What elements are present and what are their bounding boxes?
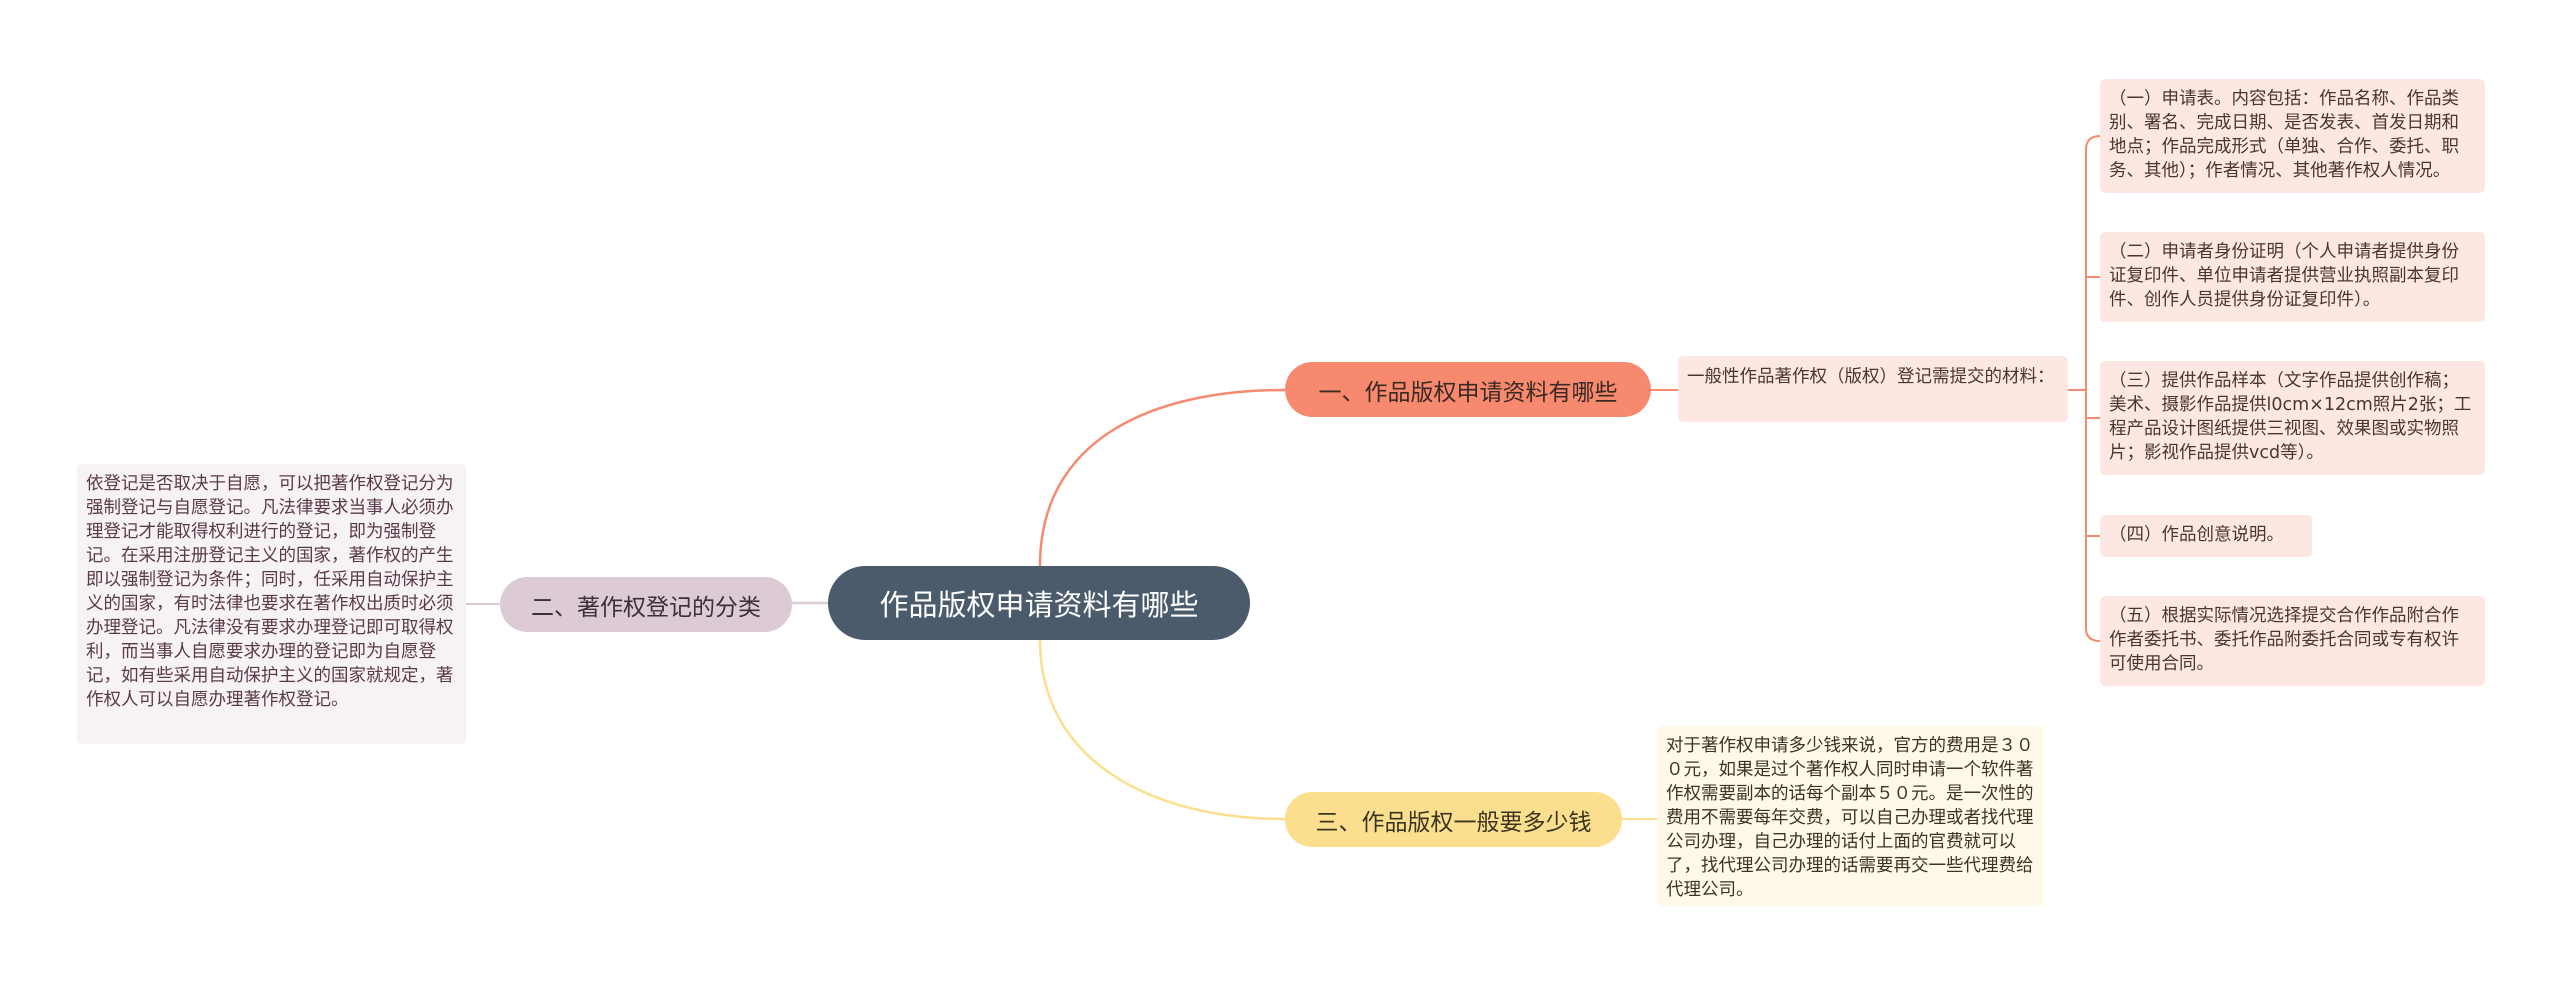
- leaf-application-form[interactable]: （一）申请表。内容包括：作品名称、作品类别、署名、完成日期、是否发表、首发日期和…: [2100, 79, 2485, 193]
- leaf-identity-proof[interactable]: （二）申请者身份证明（个人申请者提供身份证复印件、单位申请者提供营业执照副本复印…: [2100, 232, 2485, 322]
- link-root-b1: [1038, 388, 1286, 567]
- link-root-b3: [1038, 639, 1286, 821]
- leaf-creative-statement[interactable]: （四）作品创意说明。: [2100, 515, 2312, 557]
- cost-text[interactable]: 对于著作权申请多少钱来说，官方的费用是３００元，如果是过个著作权人同时申请一个软…: [1657, 726, 2043, 906]
- leaf-work-sample[interactable]: （三）提供作品样本（文字作品提供创作稿；美术、摄影作品提供l0cm×12cm照片…: [2100, 361, 2485, 475]
- branch-materials[interactable]: 一、作品版权申请资料有哪些: [1285, 362, 1651, 417]
- leaf-contracts[interactable]: （五）根据实际情况选择提交合作作品附合作作者委托书、委托作品附委托合同或专有权许…: [2100, 596, 2485, 686]
- materials-topic[interactable]: 一般性作品著作权（版权）登记需提交的材料：: [1678, 356, 2068, 422]
- branch-classification[interactable]: 二、著作权登记的分类: [500, 577, 792, 632]
- root-topic[interactable]: 作品版权申请资料有哪些: [828, 566, 1250, 640]
- leaf-bracket: [2085, 135, 2101, 642]
- classification-text[interactable]: 依登记是否取决于自愿，可以把著作权登记分为强制登记与自愿登记。凡法律要求当事人必…: [77, 464, 466, 744]
- branch-cost[interactable]: 三、作品版权一般要多少钱: [1285, 792, 1622, 847]
